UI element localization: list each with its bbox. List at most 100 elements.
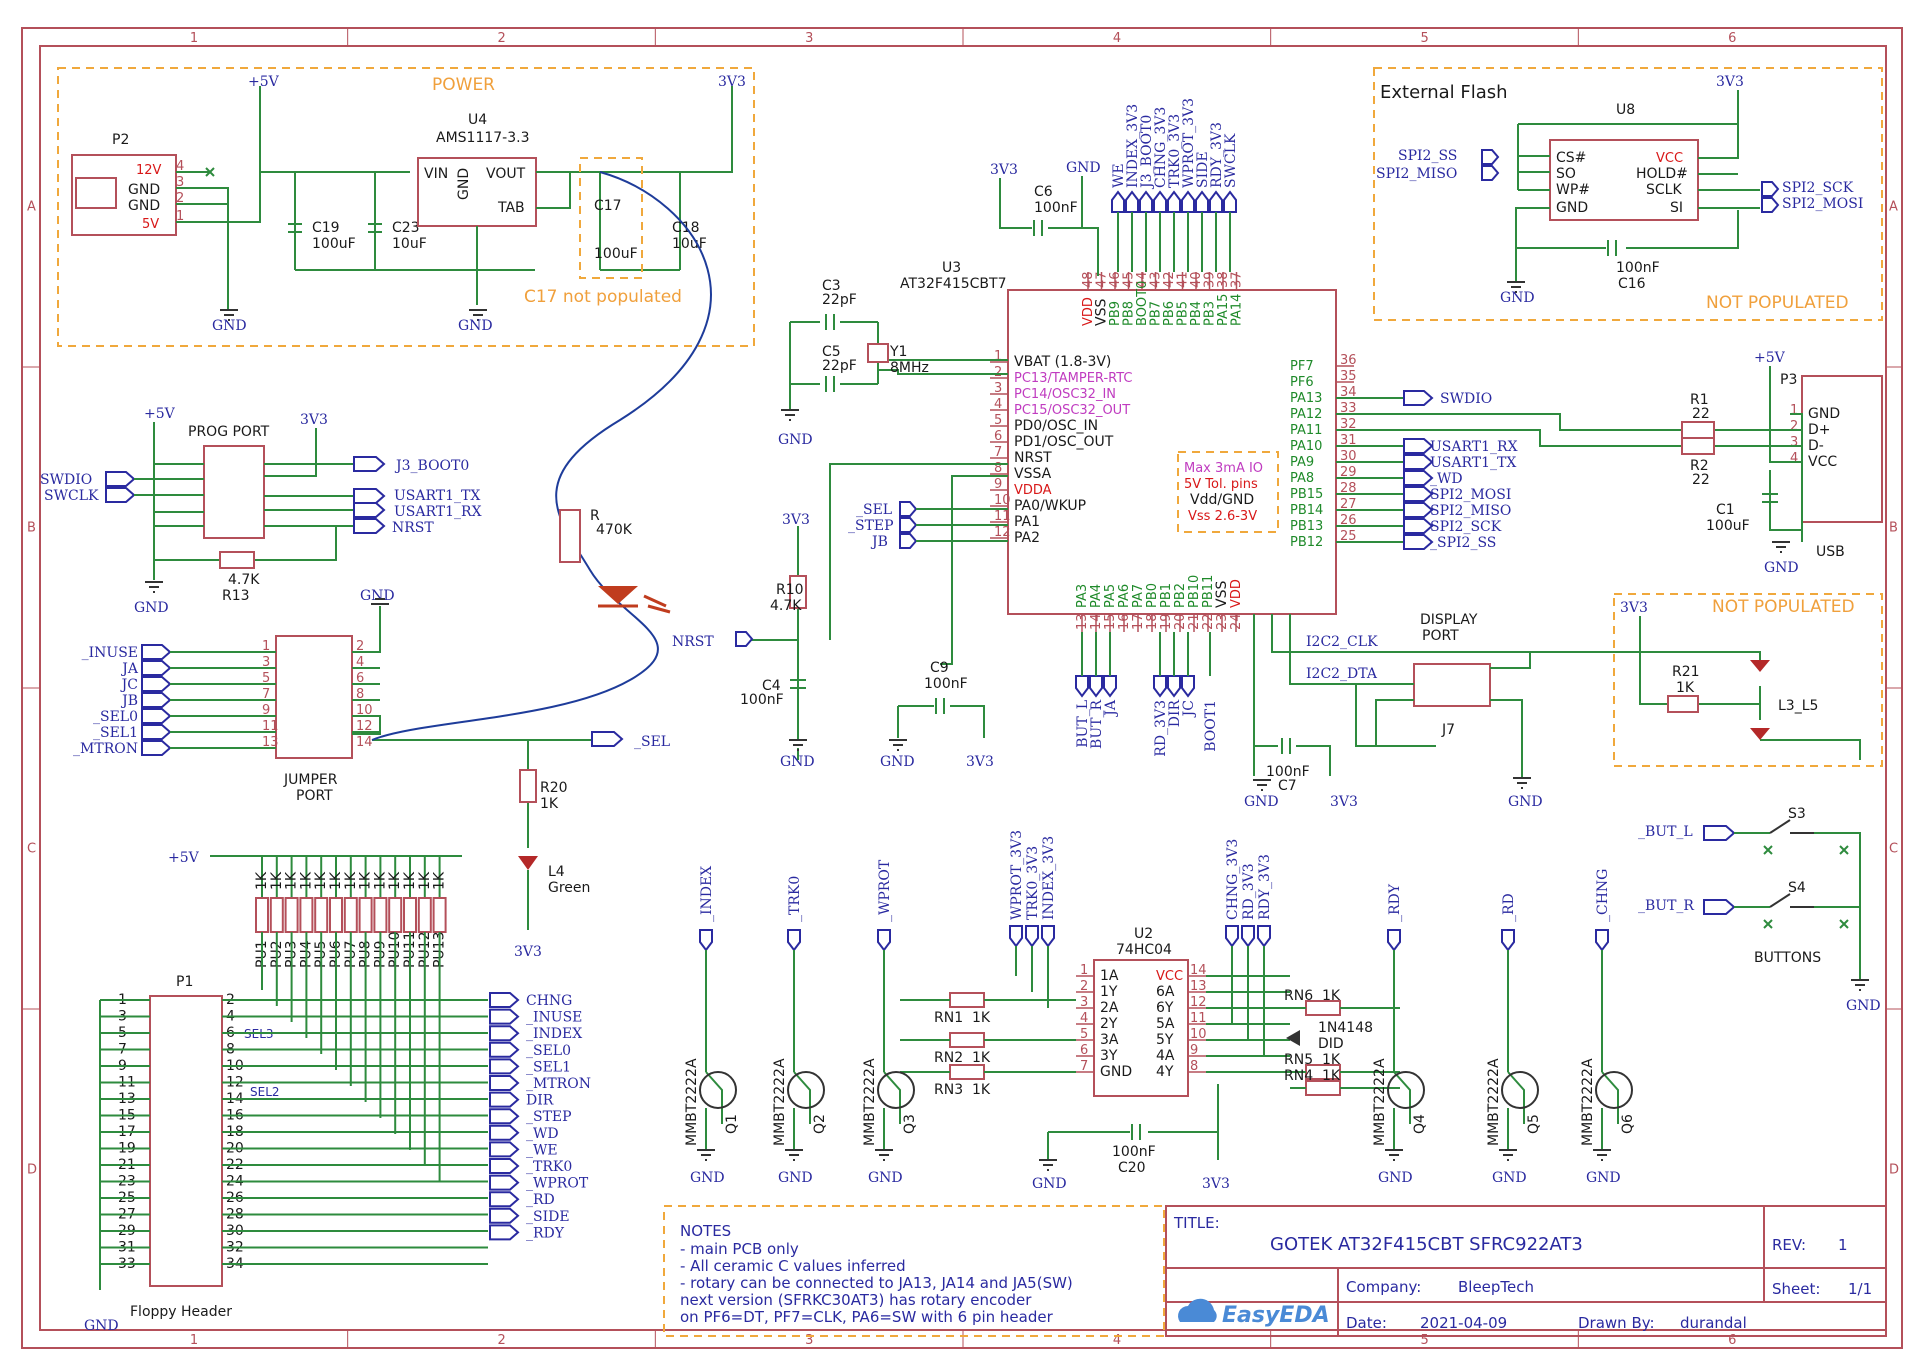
mcu-left-num: 4 bbox=[994, 397, 1002, 412]
jumper-net-flag bbox=[141, 676, 172, 692]
transistor-net-flag bbox=[1595, 929, 1609, 952]
mcu-right-net: USART1_TX bbox=[1430, 455, 1516, 471]
display-title2: PORT bbox=[1422, 628, 1459, 644]
mcu-right-pin: PB13 bbox=[1290, 519, 1323, 534]
p2-5v: 5V bbox=[142, 217, 159, 232]
mcu-top-pin: BOOT0 bbox=[1135, 281, 1150, 326]
mcu-bottom-pin: PB2 bbox=[1173, 583, 1188, 608]
usb-pin-num: 1 bbox=[1790, 403, 1798, 418]
mcu-top-net: INDEX_3V3 bbox=[1125, 104, 1141, 188]
external-flash-section: External Flash U8 CS# SO WP# GND VCC HOL… bbox=[1373, 67, 1883, 321]
mcu-top-net: WPROT_3V3 bbox=[1181, 98, 1197, 188]
flash-title: External Flash bbox=[1380, 82, 1508, 103]
nrst-flag: NRST bbox=[672, 634, 714, 650]
u4-part: AMS1117-3.3 bbox=[436, 130, 530, 146]
u8-gnd: GND bbox=[1556, 200, 1588, 216]
c5-ref: C5 bbox=[822, 344, 841, 360]
but-l: _BUT_L bbox=[1638, 824, 1693, 840]
prog-title: PROG PORT bbox=[188, 424, 270, 440]
pullup-value: 1K bbox=[417, 871, 433, 890]
p2-gnd2: GND bbox=[128, 198, 160, 214]
c19-val: 100uF bbox=[312, 236, 356, 252]
floppy-net-flag bbox=[489, 1224, 520, 1241]
mcu-left-pin: PA2 bbox=[1014, 530, 1040, 546]
notes-line: next version (SFRKC30AT3) has rotary enc… bbox=[680, 1291, 1032, 1309]
pullup-resistor bbox=[299, 897, 314, 933]
frame-col-top: 2 bbox=[498, 31, 506, 46]
led-not-populated: NOT POPULATED bbox=[1712, 597, 1855, 617]
r20-ref: R20 bbox=[540, 780, 568, 796]
l4-3v3: 3V3 bbox=[514, 944, 542, 960]
jumper-pin-num: 6 bbox=[356, 671, 364, 686]
mcu-top-net: CHNG_3V3 bbox=[1153, 107, 1169, 188]
c5-val: 22pF bbox=[822, 358, 857, 374]
frame-col-bottom: 3 bbox=[805, 1333, 813, 1348]
jumper-sel: _SEL bbox=[634, 734, 670, 750]
jumper-net: _SEL0 bbox=[93, 709, 138, 725]
display-port: DISPLAY PORT J7 I2C2_CLK I2C2_DTA 100nF … bbox=[1253, 612, 1720, 810]
mcu-bottom-pin: PB11 bbox=[1201, 575, 1216, 608]
mcu-note-1: Max 3mA IO bbox=[1184, 461, 1263, 476]
mcu-top-net-flag bbox=[1125, 190, 1139, 213]
u3-ref: U3 bbox=[942, 260, 961, 276]
floppy-net: _INDEX bbox=[526, 1026, 582, 1042]
u2-right-pin: 5Y bbox=[1156, 1032, 1174, 1048]
floppy-net: _INUSE bbox=[526, 1010, 582, 1026]
mcu-left-pin: PC15/OSC32_OUT bbox=[1014, 403, 1130, 418]
mcu-right-net: SPI2_MOSI bbox=[1430, 487, 1511, 503]
u2-body bbox=[1093, 959, 1189, 1097]
frame-row-left: A bbox=[27, 200, 36, 215]
mcu-left-num: 7 bbox=[994, 445, 1002, 460]
flash-sck: SPI2_SCK bbox=[1782, 180, 1854, 196]
mcu-top-net-flag bbox=[1153, 190, 1167, 213]
jumper-net: _INUSE bbox=[82, 645, 138, 661]
usb-pin-num: 2 bbox=[1790, 419, 1798, 434]
transistor-ref: Q5 bbox=[1526, 1114, 1542, 1134]
svg-text:2: 2 bbox=[176, 191, 184, 206]
jumper-title2: PORT bbox=[296, 788, 333, 804]
transistor-symbol bbox=[1501, 1071, 1539, 1109]
pullup-resistor bbox=[373, 897, 388, 933]
floppy-net-flag bbox=[489, 1008, 520, 1025]
buffer-res-ref: RN6 bbox=[1284, 988, 1313, 1004]
y1-val: 8MHz bbox=[890, 360, 929, 376]
floppy-net: _STEP bbox=[526, 1109, 572, 1125]
c7-ref: C7 bbox=[1278, 778, 1297, 794]
c9-val: 100nF bbox=[924, 676, 968, 692]
jumper-pin-num: 12 bbox=[356, 719, 373, 734]
mcu-bottom-net-flag bbox=[1103, 675, 1117, 698]
floppy-net-flag bbox=[489, 1058, 520, 1075]
c17-ref: C17 bbox=[594, 198, 622, 214]
c20-ref: C20 bbox=[1118, 1160, 1146, 1176]
usb-pin-num: 4 bbox=[1790, 451, 1798, 466]
transistor-gnd: GND bbox=[1586, 1170, 1621, 1186]
mcu-top-net: SIDE bbox=[1195, 151, 1211, 188]
mcu-top-num: 38 bbox=[1216, 271, 1231, 288]
svg-text:1: 1 bbox=[176, 209, 184, 224]
mcu-right-flag bbox=[1403, 470, 1434, 486]
usb-gnd: GND bbox=[1764, 560, 1799, 576]
jumper-pin-num: 1 bbox=[262, 639, 270, 654]
jumper-pin-num: 8 bbox=[356, 687, 364, 702]
floppy-net: _SIDE bbox=[526, 1209, 570, 1225]
pullup-resistor bbox=[343, 897, 358, 933]
mcu-top-net-flag bbox=[1139, 190, 1153, 213]
mcu-right-pin: PA10 bbox=[1290, 439, 1322, 454]
pullup-value: 1K bbox=[343, 871, 359, 890]
pullup-value: 1K bbox=[254, 871, 270, 890]
transistor-symbol bbox=[1595, 1071, 1633, 1109]
frame-col-top: 1 bbox=[190, 31, 198, 46]
u2-left-num: 4 bbox=[1080, 1011, 1088, 1026]
mcu-right-pin: PA8 bbox=[1290, 471, 1314, 486]
mcu-top-num: 40 bbox=[1189, 271, 1204, 288]
but-r: _BUT_R bbox=[1638, 898, 1694, 914]
prog-nrst: NRST bbox=[392, 520, 434, 536]
u8-cs: CS# bbox=[1556, 150, 1586, 166]
pullup-resistor bbox=[329, 897, 343, 933]
mcu-top-pin: PA14 bbox=[1230, 294, 1245, 326]
frame-row-left: B bbox=[27, 521, 36, 536]
u2-right-num: 8 bbox=[1190, 1059, 1198, 1074]
usb-pin-num: 3 bbox=[1790, 435, 1798, 450]
u8-hold: HOLD# bbox=[1636, 166, 1688, 182]
jumper-gnd: GND bbox=[360, 588, 395, 604]
